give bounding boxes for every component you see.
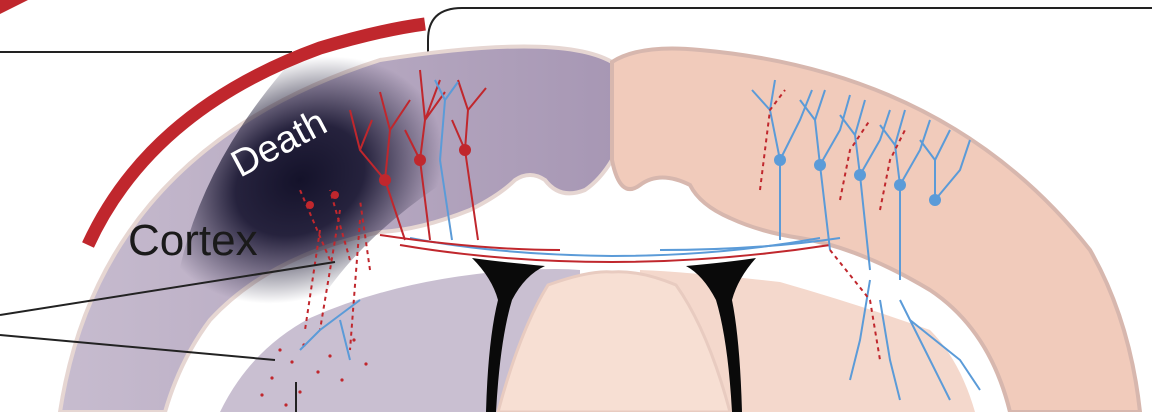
cortex-label: Cortex — [128, 216, 258, 265]
red-corner-mark — [0, 0, 28, 14]
